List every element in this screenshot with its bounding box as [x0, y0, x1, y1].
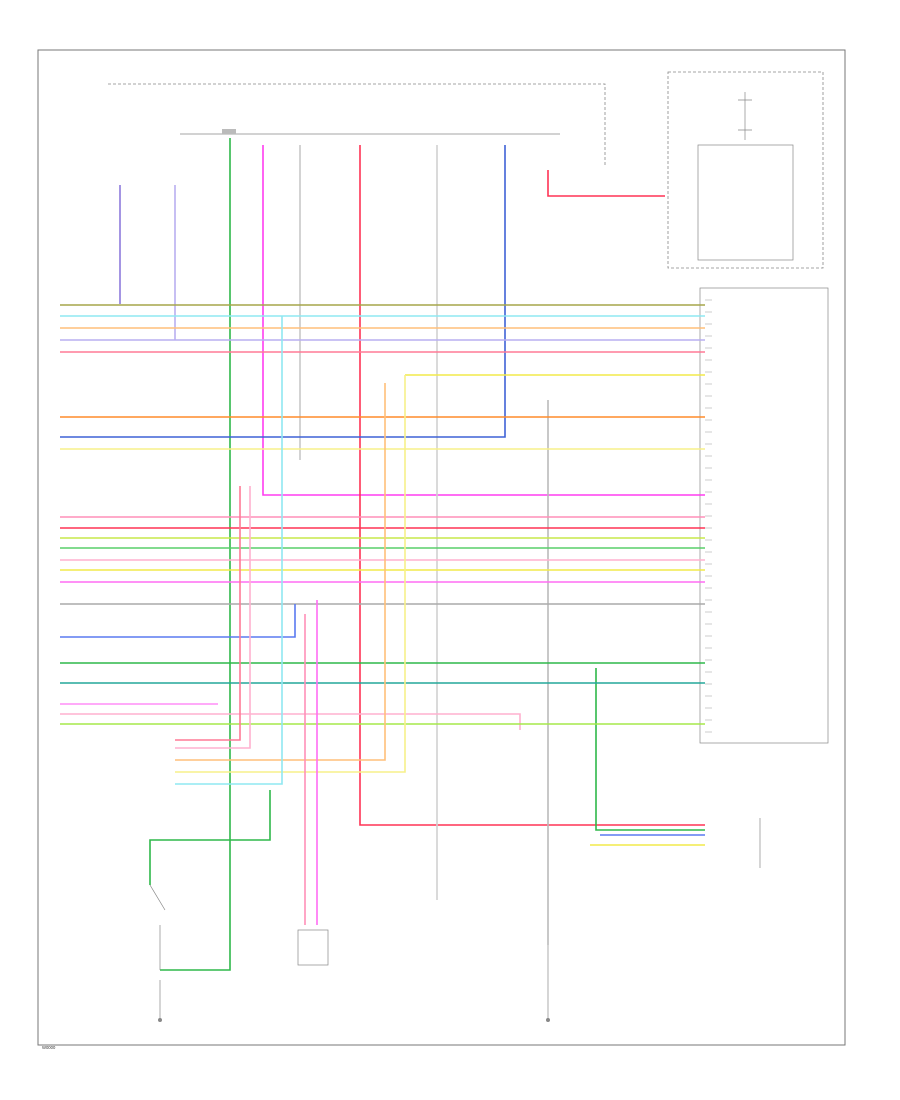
ground-node-1 [158, 1018, 162, 1022]
gauge-unit-box [667, 71, 824, 269]
fuse-block [222, 129, 236, 134]
h-blue-2 [60, 604, 296, 638]
bl-wire-red [175, 486, 241, 741]
switch-green [149, 790, 271, 885]
switch-symbol [149, 884, 166, 1020]
top-bus-dashed [108, 83, 606, 165]
sensor-body [297, 929, 329, 966]
h-pink-3 [60, 713, 521, 730]
gauge-unit-inner [697, 144, 794, 261]
footer-code: W0000 [42, 1045, 56, 1050]
bl-wire-orange [175, 383, 386, 761]
right-connector-box [699, 287, 829, 744]
bl-wire-cyan [175, 316, 283, 785]
connector-pins [705, 299, 712, 733]
v-magenta-1 [262, 145, 705, 496]
diagram-frame [37, 49, 846, 1046]
v-green-main [160, 138, 231, 971]
v-blue-main [60, 145, 506, 438]
v-red-right [547, 170, 665, 197]
ground-node-2 [546, 1018, 550, 1022]
sensor-symbol [738, 92, 752, 140]
bl-wire-yellow [175, 375, 406, 773]
bl-wire-pink [175, 486, 251, 749]
v-green-right [595, 668, 705, 831]
v-red-main [359, 145, 705, 826]
